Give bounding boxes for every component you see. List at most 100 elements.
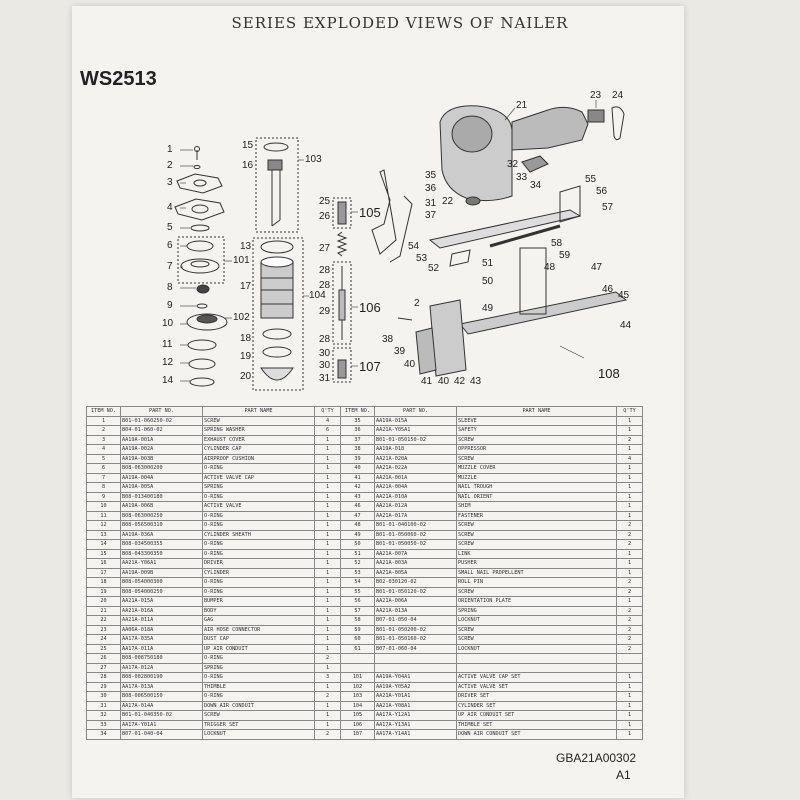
table-cell: AA21A-013A [374, 605, 457, 616]
table-cell: 5 [86, 453, 121, 464]
part-spring-8 [196, 284, 210, 294]
callout-47: 47 [591, 262, 603, 273]
table-cell: AA21A-016A [120, 605, 203, 616]
table-cell: 48 [340, 520, 375, 531]
table-cell: SCREW [202, 415, 315, 426]
table-cell: CYLINDER [202, 567, 315, 578]
table-cell: O-RING [202, 463, 315, 474]
table-cell: AA19A-018 [374, 444, 457, 455]
table-cell: LOCKNUT [456, 615, 617, 626]
table-cell: 1 [616, 719, 643, 730]
table-cell: O-RING [202, 548, 315, 559]
table-cell: SMALL NAIL PROPELLENT [456, 567, 617, 578]
table-cell: 40 [340, 463, 375, 474]
table-cell: SCREW [456, 434, 617, 445]
group-104-box [252, 237, 304, 391]
part-active-valve [186, 313, 228, 331]
table-cell: B01-01-040100-02 [374, 520, 457, 531]
callout-10: 10 [162, 318, 174, 329]
table-cell: 49 [340, 529, 375, 540]
callout-8: 8 [167, 282, 173, 293]
table-cell: B07-01-060-04 [374, 643, 457, 654]
table-cell: O-RING [202, 520, 315, 531]
table-cell: 6 [314, 425, 341, 436]
part-safety [371, 169, 413, 263]
table-cell: 17 [86, 567, 121, 578]
callout-103: 103 [305, 154, 322, 165]
callout-1: 1 [167, 144, 173, 155]
callout-17: 17 [240, 281, 252, 292]
callout-35: 35 [425, 170, 437, 181]
table-cell: 2 [616, 643, 643, 654]
table-cell: B01-01-050060-02 [374, 529, 457, 540]
table-cell: B01-01-050120-02 [374, 586, 457, 597]
table-cell: LOCKNUT [202, 729, 315, 740]
table-cell: 42 [340, 482, 375, 493]
callout-55: 55 [585, 174, 597, 185]
table-cell: 13 [86, 529, 121, 540]
table-cell: B01-01-050160-02 [374, 634, 457, 645]
table-cell: AA21A-017A [374, 510, 457, 521]
callout-24: 24 [612, 90, 624, 101]
table-cell: B08-054000300 [120, 577, 203, 588]
table-cell: OPPRESSOR [456, 444, 617, 455]
table-cell: 1 [616, 558, 643, 569]
table-cell: 1 [314, 510, 341, 521]
table-cell: AA21A-012A [374, 501, 457, 512]
callout-2b: 2 [414, 298, 420, 309]
document-revision: A1 [616, 768, 631, 782]
table-cell: 11 [86, 510, 121, 521]
table-cell: 39 [340, 453, 375, 464]
table-cell: 1 [616, 596, 643, 607]
leader-lines [180, 100, 597, 382]
callout-18: 18 [240, 333, 252, 344]
table-cell: B08-056500310 [120, 520, 203, 531]
table-cell: AA19A-Y05A2 [374, 681, 457, 692]
table-cell: SCREW [202, 710, 315, 721]
table-cell [340, 662, 375, 673]
callout-34: 34 [530, 180, 542, 191]
callout-28c: 28 [319, 334, 331, 345]
table-cell: O-RING [202, 577, 315, 588]
table-cell: 1 [616, 501, 643, 512]
table-cell: EXHAUST COVER [202, 434, 315, 445]
table-cell: 55 [340, 586, 375, 597]
table-cell: ORIENTATION PLATE [456, 596, 617, 607]
callout-42: 42 [454, 376, 466, 387]
table-cell: 1 [314, 434, 341, 445]
table-cell: B02-030120-02 [374, 577, 457, 588]
table-cell: FASTENER [456, 510, 617, 521]
callout-106: 106 [359, 300, 381, 315]
header-qty: Q'TY [314, 406, 341, 417]
table-cell: 1 [314, 596, 341, 607]
table-cell: 25 [86, 643, 121, 654]
table-cell: 1 [314, 700, 341, 711]
callout-29: 29 [319, 306, 331, 317]
table-cell: 14 [86, 539, 121, 550]
table-cell: 61 [340, 643, 375, 654]
table-cell: 18 [86, 577, 121, 588]
table-cell: AA17A-Y01A1 [120, 719, 203, 730]
callout-19: 19 [240, 351, 252, 362]
table-cell: AA06A-018A [120, 624, 203, 635]
table-cell: ACTIVE VALVE SET [456, 681, 617, 692]
table-cell: 32 [86, 710, 121, 721]
table-cell: 16 [86, 558, 121, 569]
table-cell: AA17A-014A [120, 700, 203, 711]
table-cell: 1 [314, 482, 341, 493]
callout-101: 101 [233, 255, 250, 266]
table-cell: 1 [314, 624, 341, 635]
table-cell: PUSHER [456, 558, 617, 569]
table-cell: NAIL TROUGH [456, 482, 617, 493]
table-cell: 10 [86, 501, 121, 512]
exploded-view-diagram [174, 100, 628, 391]
